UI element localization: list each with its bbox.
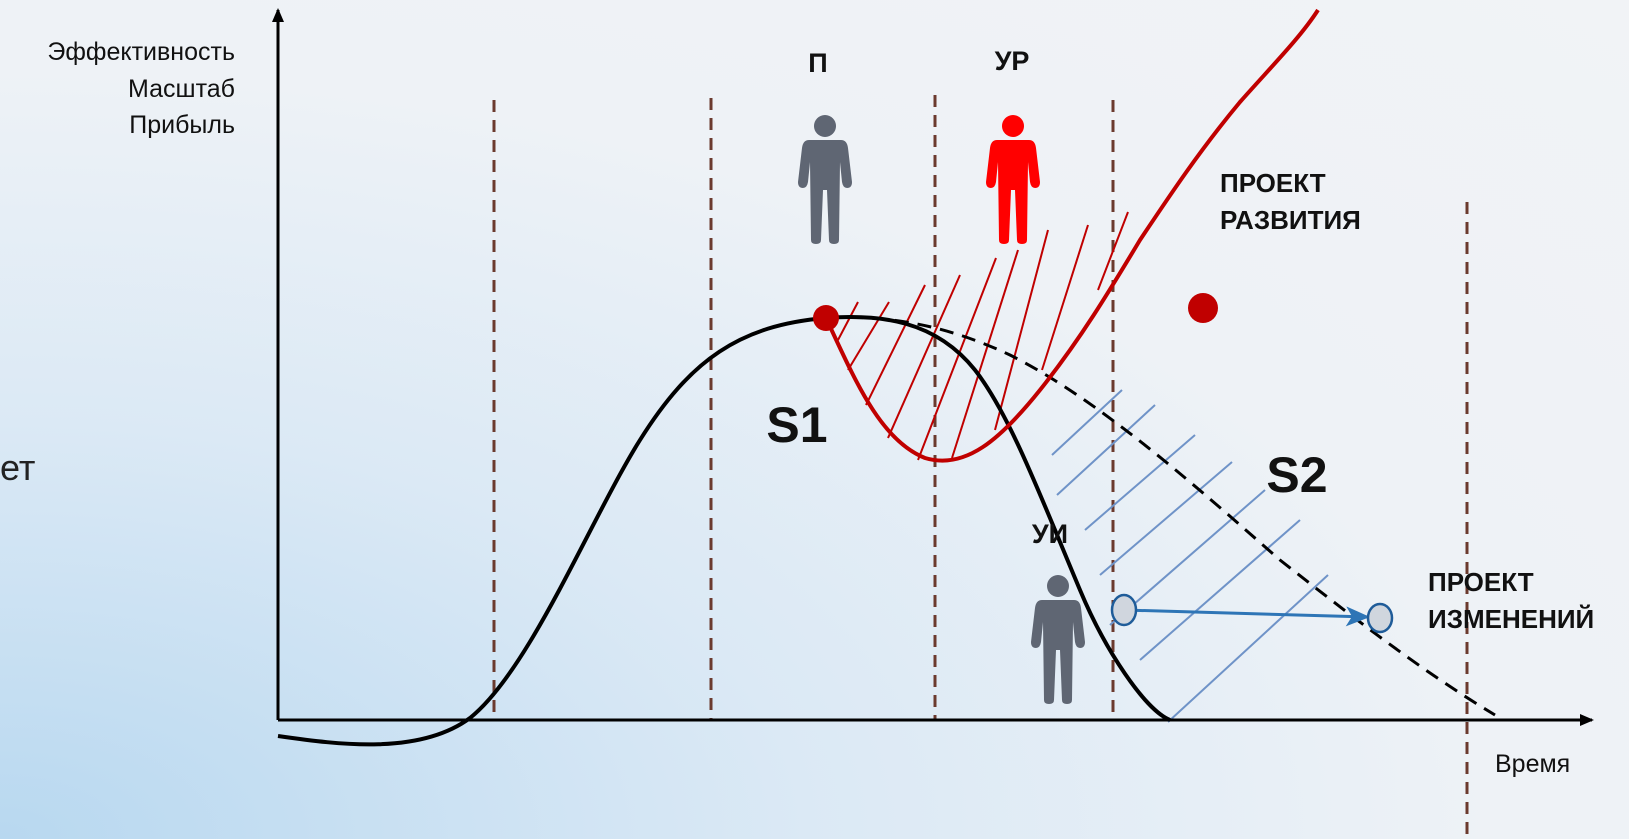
- y-axis-label-efficiency: Эффективность: [47, 38, 235, 66]
- development-curve: [824, 8, 1320, 463]
- project-development-line-2: РАЗВИТИЯ: [1220, 205, 1361, 235]
- y-axis-label-profit: Прибыль: [129, 111, 235, 139]
- blue-hatch-area: [1051, 389, 1329, 723]
- project-development-line-1: ПРОЕКТ: [1220, 168, 1326, 198]
- time-dividers: [492, 95, 1469, 839]
- s2-curve: [825, 315, 1496, 717]
- person-icon-red: [986, 115, 1040, 244]
- y-axis-label-scale: Масштаб: [128, 75, 235, 103]
- project-changes-line-1: ПРОЕКТ: [1428, 567, 1534, 597]
- change-end-node: [1366, 602, 1394, 634]
- curve-label-s2: S2: [1266, 447, 1327, 503]
- person-icon-gray: [1031, 575, 1085, 704]
- peak-node: [813, 305, 839, 331]
- red-hatch-area: [837, 211, 1129, 461]
- phase-label-ui: УИ: [1032, 519, 1068, 549]
- x-axis-label: Время: [1495, 750, 1570, 778]
- side-text-fragment: ет: [0, 447, 35, 488]
- phase-label-ur: УР: [995, 46, 1030, 76]
- curve-label-s1: S1: [766, 397, 827, 453]
- project-changes-line-2: ИЗМЕНЕНИЙ: [1428, 604, 1594, 634]
- s1-curve: [277, 314, 1171, 747]
- person-icon-gray: [798, 115, 852, 244]
- change-arrow: [1123, 606, 1370, 627]
- development-node: [1188, 293, 1218, 323]
- change-start-node: [1110, 593, 1138, 627]
- phase-label-p: П: [808, 48, 827, 78]
